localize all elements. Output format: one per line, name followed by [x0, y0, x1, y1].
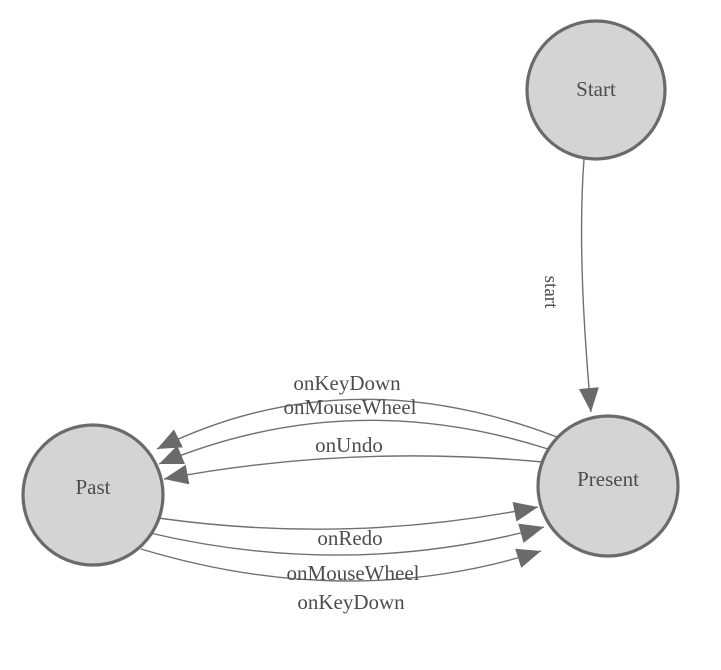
node-start[interactable]: Start — [525, 19, 667, 161]
edge-layer — [140, 158, 599, 582]
node-start-circle[interactable] — [525, 19, 667, 161]
node-past-label: Past — [75, 475, 110, 499]
node-start-label: Start — [576, 77, 616, 101]
edge-label-onkeydown-top: onKeyDown — [293, 371, 401, 395]
edge-label-onmousewheel-top: onMouseWheel — [284, 395, 417, 419]
edge-past-to-present-onkeydown[interactable] — [140, 548, 542, 582]
edge-label-start: start — [540, 276, 561, 309]
edge-label-onmousewheel-bottom: onMouseWheel — [287, 561, 420, 585]
node-present-label: Present — [577, 467, 639, 491]
edge-label-onundo: onUndo — [315, 433, 383, 457]
node-present-circle[interactable] — [536, 414, 680, 558]
edge-label-onkeydown-bottom: onKeyDown — [297, 590, 405, 614]
node-past[interactable]: Past — [21, 423, 165, 567]
edge-past-to-present-onredo[interactable] — [157, 501, 539, 530]
edge-past-to-present-onmousewheel[interactable] — [149, 523, 545, 556]
edge-label-onredo: onRedo — [317, 526, 382, 550]
edge-present-to-past-onkeydown[interactable] — [156, 398, 558, 450]
edge-present-to-past-onmousewheel[interactable] — [158, 419, 549, 465]
edge-start-to-present[interactable] — [578, 158, 599, 413]
edge-present-to-past-onundo[interactable] — [163, 455, 544, 485]
edge-label-layer: start onKeyDown onMouseWheel onUndo onRe… — [284, 276, 561, 614]
node-present[interactable]: Present — [536, 414, 680, 558]
node-past-circle[interactable] — [21, 423, 165, 567]
